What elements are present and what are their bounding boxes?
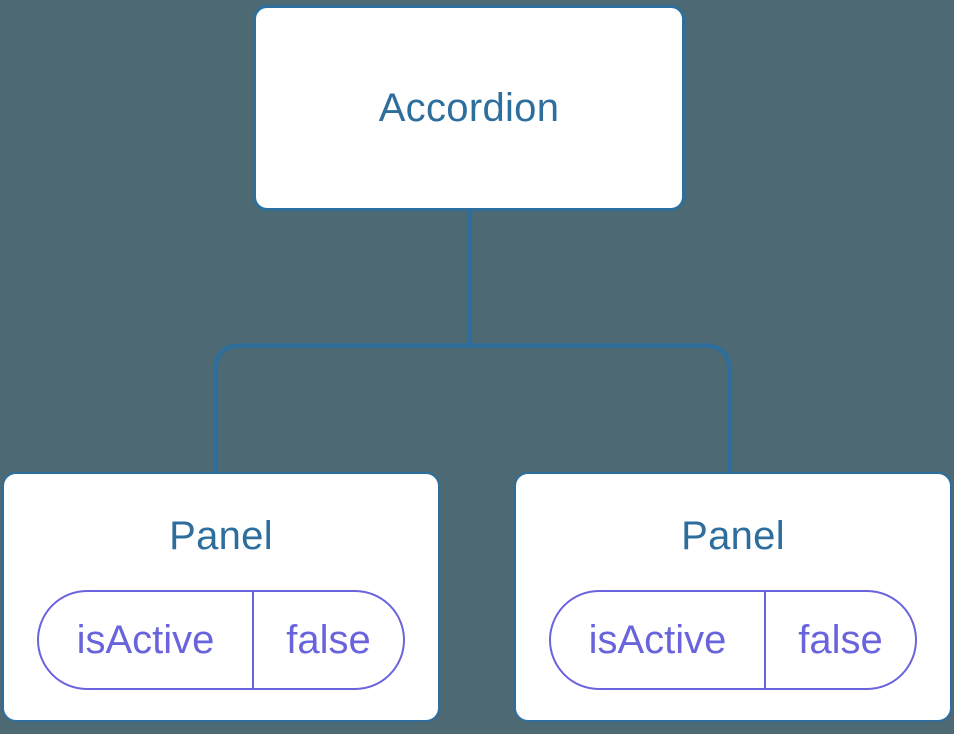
panel-left-title: Panel	[169, 514, 273, 558]
state-value-label: false	[286, 617, 371, 662]
panel-left-state-pill: isActive false	[37, 590, 405, 690]
connector-branch	[213, 343, 732, 476]
state-key-label: isActive	[551, 592, 766, 688]
panel-node-left: Panel isActive false	[2, 472, 440, 722]
state-value-label: false	[798, 617, 883, 662]
panel-right-title: Panel	[681, 514, 785, 558]
panel-node-right: Panel isActive false	[514, 472, 952, 722]
accordion-node-title: Accordion	[378, 85, 560, 130]
panel-right-state-pill: isActive false	[549, 590, 917, 690]
accordion-node: Accordion	[253, 5, 685, 211]
state-key-label: isActive	[39, 592, 254, 688]
